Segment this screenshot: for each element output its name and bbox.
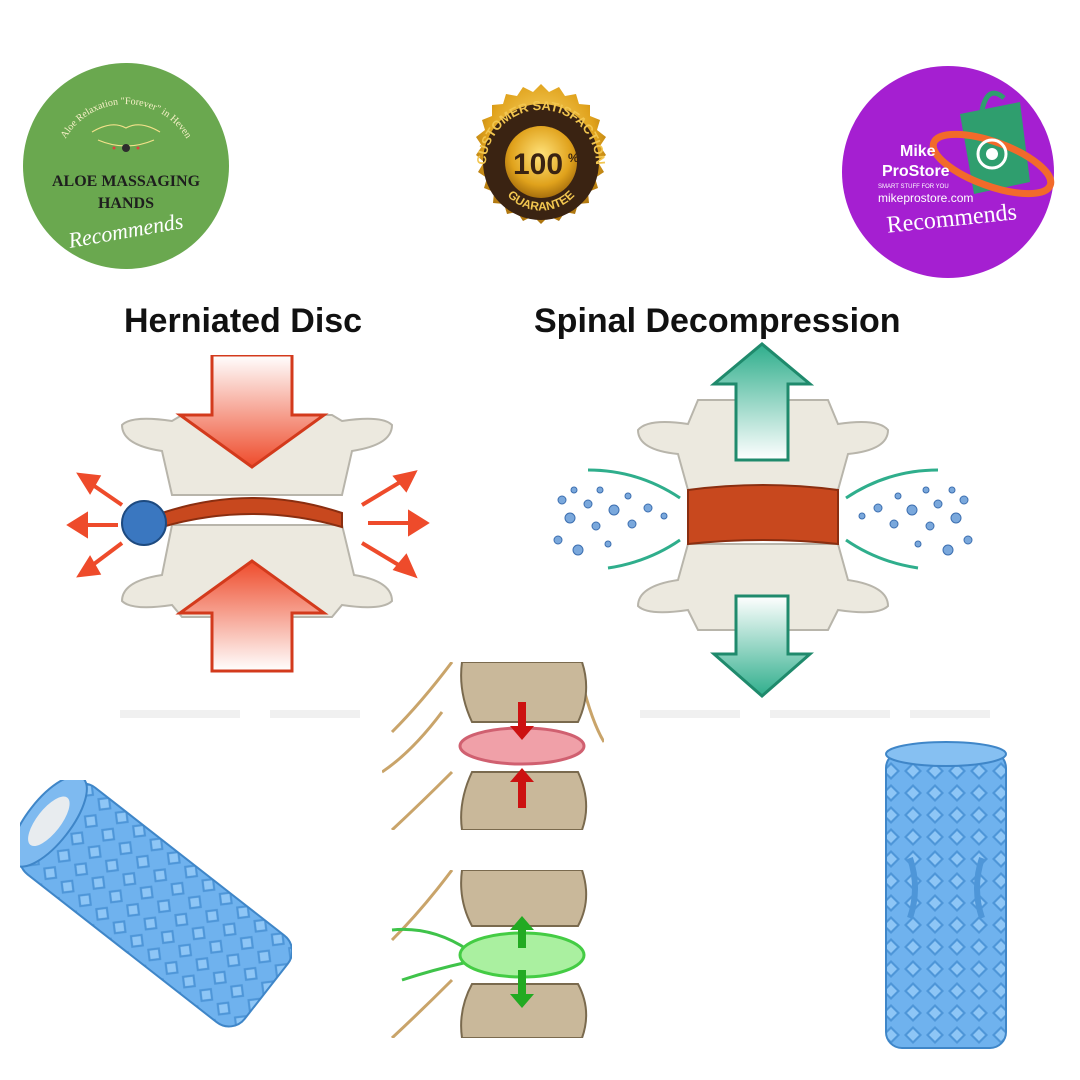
spinal-decompression-title: Spinal Decompression [534,302,901,340]
aloe-massaging-hands-badge: Aloe Relaxation "Forever" in Heven ALOE … [23,63,229,269]
brand-line2: ProStore [882,163,950,180]
spine-compressed-illustration [382,662,604,830]
arrow-up-icon [510,768,534,808]
hands-logo-icon [91,124,161,152]
brand-line1: Mike [900,143,936,160]
herniated-nucleus [121,500,167,546]
herniated-disc-title: Herniated Disc [124,302,363,340]
spine-decompressed-illustration [382,870,604,1038]
nutrient-bubbles-right [858,486,973,556]
seal-percent: % [568,151,579,165]
herniated-disc-diagram [66,355,430,673]
down-arrow [175,355,329,469]
spinal-decompression-diagram [553,342,973,698]
roller-body [885,751,1007,1049]
outward-arrows-left [66,472,124,578]
brand-tagline: SMART STUFF FOR YOU [878,184,949,190]
inflow-arrows [587,468,939,570]
up-arrow [709,342,815,462]
roller-grip-grooves [907,857,985,919]
vertebra-lower [636,543,890,631]
disc-healthy [687,484,839,546]
vertebra-upper [460,662,588,723]
shopping-bag-icon [929,90,1055,198]
nutrient-bubbles-left [553,486,668,556]
arrow-down-icon [510,702,534,740]
vertebra-upper [460,870,588,927]
up-arrow [175,559,329,673]
seal-number: 100 [513,148,563,181]
seal-center [505,126,577,198]
foam-roller-tilted [20,780,292,1028]
foam-roller-vertical [885,741,1007,1049]
mike-prostore-badge: Mike ProStore SMART STUFF FOR YOU mikepr… [842,66,1055,278]
brand-url: mikeprostore.com [878,191,973,205]
vertebra-lower [460,983,588,1038]
arrow-up-icon [510,916,534,948]
badge-circle [23,63,229,269]
arrow-down-icon [510,970,534,1008]
nerve-roots [382,662,604,830]
roller-top [885,741,1007,767]
down-arrow [710,594,814,698]
roller-core [28,796,70,847]
badge-title-line2: HANDS [98,195,154,212]
nutrient-flow [391,927,469,982]
disc-compressed [161,497,343,529]
badge-title-line1: ALOE MASSAGING [52,173,201,190]
nerve-roots [390,870,454,1038]
outward-arrows-right [360,470,430,579]
satisfaction-guarantee-seal: CUSTOMER SATISFACTION 100 % GUARANTEE [474,84,608,224]
